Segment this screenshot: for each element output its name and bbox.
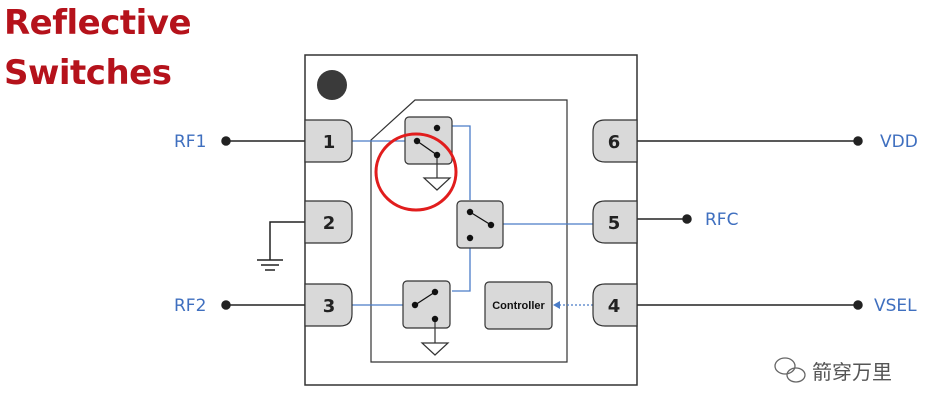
pin-2-number: 2 (323, 213, 336, 234)
pin-2: 2 (304, 200, 353, 244)
ground-icon (257, 221, 305, 271)
watermark-text: 箭穿万里 (812, 360, 892, 384)
rf2-label: RF2 (174, 296, 206, 316)
rf1-terminal (221, 136, 231, 146)
wire-common-switch2 (452, 248, 471, 292)
title-line-1: Reflective (4, 3, 192, 43)
pin-4: 4 (592, 283, 638, 327)
wire-switch1-common (452, 125, 471, 200)
pin-6: 6 (592, 119, 638, 163)
ground-icon (422, 177, 452, 191)
pin1-marker-dot (317, 70, 347, 100)
switch-rf2 (402, 280, 451, 329)
title-line-2: Switches (4, 53, 172, 93)
vdd-terminal (853, 136, 863, 146)
rfc-label: RFC (705, 210, 738, 230)
rfc-terminal (682, 214, 692, 224)
rf1-label: RF1 (174, 132, 206, 152)
die-outline (370, 99, 568, 363)
pin-3: 3 (304, 283, 353, 327)
rf2-terminal (221, 300, 231, 310)
vsel-label: VSEL (874, 296, 917, 316)
arrow-icon (553, 301, 560, 309)
pin-5: 5 (592, 200, 638, 244)
vsel-terminal (853, 300, 863, 310)
controller-label: Controller (492, 300, 545, 312)
pin-4-number: 4 (608, 296, 621, 317)
pin-5-number: 5 (608, 213, 621, 234)
pin-1: 1 (304, 119, 353, 163)
pin-6-number: 6 (608, 132, 621, 153)
vdd-label: VDD (880, 132, 918, 152)
switch-common (456, 200, 504, 249)
pin-1-number: 1 (323, 132, 336, 153)
pin-3-number: 3 (323, 296, 336, 317)
controller-box (484, 281, 553, 330)
ground-icon (420, 342, 450, 356)
highlight-circle (374, 132, 458, 212)
switch-rf1 (404, 116, 453, 165)
wechat-icon (774, 357, 806, 383)
